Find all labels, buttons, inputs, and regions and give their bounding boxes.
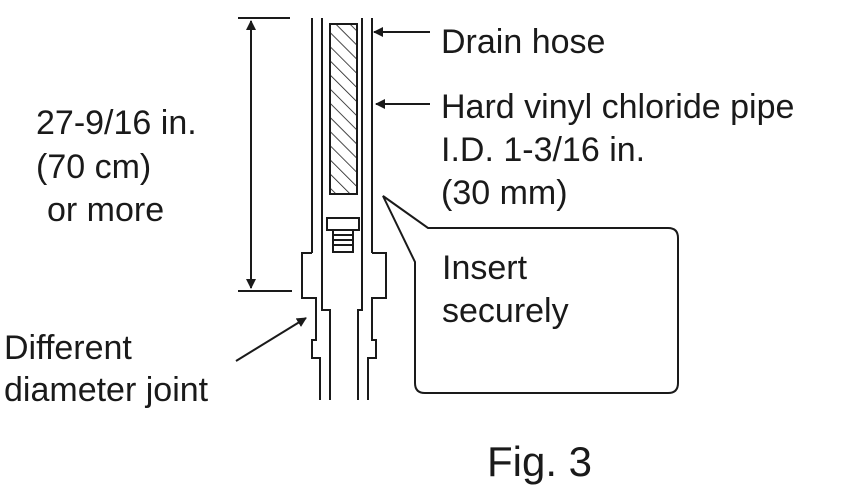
pipe-label-line3: (30 mm) <box>441 174 568 212</box>
insert-label-line2: securely <box>442 292 569 330</box>
pipe-label-line2: I.D. 1-3/16 in. <box>441 131 646 169</box>
pipe-assembly <box>301 18 387 400</box>
length-label-line1: 27-9/16 in. <box>36 104 197 142</box>
insert-label-line1: Insert <box>442 249 528 287</box>
joint-outline-right <box>367 252 387 400</box>
insert-callout-box <box>382 195 679 394</box>
joint-bore-left <box>321 253 331 400</box>
drain-hose-label: Drain hose <box>441 23 606 61</box>
figure-caption: Fig. 3 <box>487 438 593 485</box>
pipe-label-line1: Hard vinyl chloride pipe <box>441 88 795 126</box>
joint-arrow <box>235 317 307 362</box>
length-label-line3: or more <box>47 191 165 229</box>
joint-label-line1: Different <box>4 329 132 367</box>
length-label-line2: (70 cm) <box>36 148 152 186</box>
length-dimension <box>238 17 292 292</box>
joint-label-line2: diameter joint <box>4 371 209 409</box>
leader-arrows <box>235 27 430 362</box>
joint-bore-right <box>357 253 363 400</box>
hose-fitting-cap <box>326 217 360 231</box>
drain-hose-hatched <box>329 23 358 195</box>
joint-outline-left <box>301 252 321 400</box>
